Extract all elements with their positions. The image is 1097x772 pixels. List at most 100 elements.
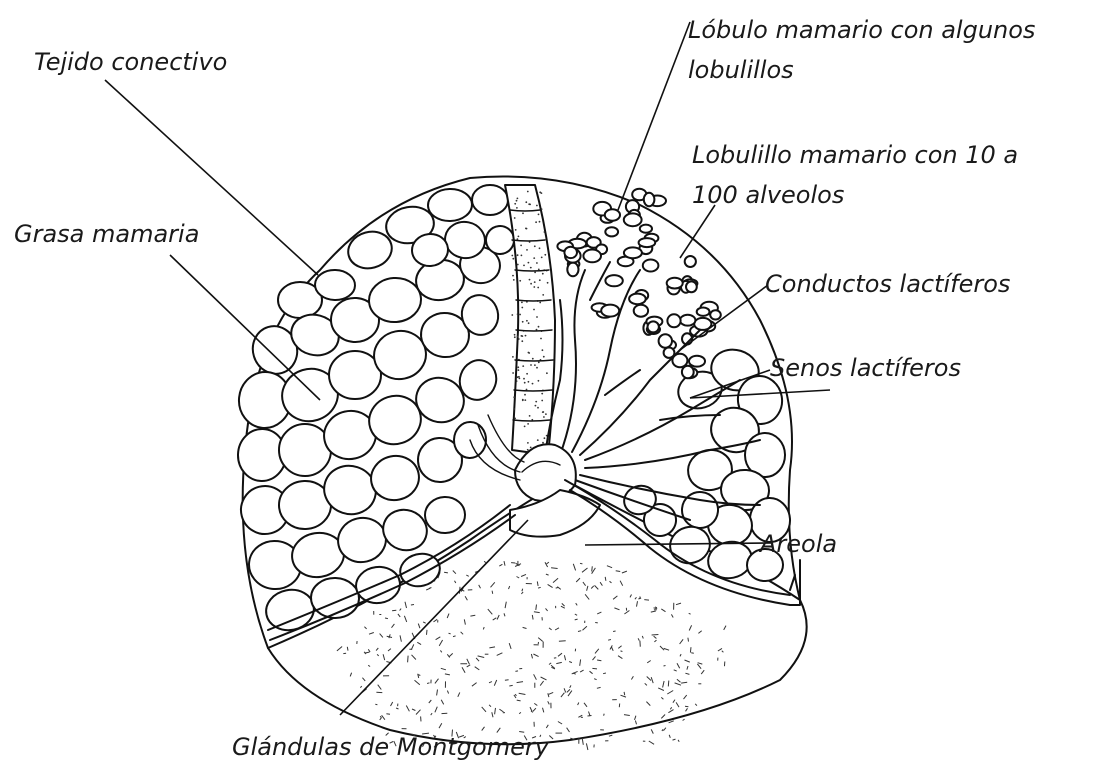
band-dot <box>526 320 528 322</box>
band-dot <box>519 280 521 282</box>
stipple-dot <box>580 563 582 564</box>
band-dot <box>529 279 531 281</box>
stipple-dot <box>509 685 512 686</box>
band-dot <box>514 217 516 219</box>
band-dot <box>526 373 528 375</box>
stipple-dot <box>385 618 388 619</box>
leader-lobulo <box>618 22 690 210</box>
band-dot <box>516 380 518 382</box>
band-dot <box>513 279 515 281</box>
band-dot <box>524 394 526 396</box>
band-dot <box>536 329 538 331</box>
stipple-dot <box>621 651 623 652</box>
band-dot <box>527 423 529 425</box>
label-grasa-mamaria: Grasa mamaria <box>14 220 199 248</box>
band-dot <box>526 249 528 251</box>
band-dot <box>514 334 516 336</box>
stipple-dot <box>649 741 654 744</box>
band-dot <box>522 321 524 323</box>
band-dot <box>533 257 535 259</box>
band-dot <box>535 405 537 407</box>
stipple-dot <box>609 735 612 736</box>
stipple-dot <box>597 660 601 661</box>
band-dot <box>512 356 514 358</box>
stipple-dot <box>662 729 663 731</box>
band-dot <box>541 400 543 402</box>
stipple-dot <box>556 588 558 589</box>
stipple-dot <box>605 577 606 581</box>
band-dot <box>517 264 519 266</box>
alveoli-clusters <box>557 189 720 379</box>
band-dot <box>518 376 520 378</box>
band-dot <box>512 275 514 277</box>
alveolus <box>667 314 680 327</box>
band-dot <box>516 200 518 202</box>
label-lobulillo-line1: Lobulillo mamario con 10 a <box>692 141 1018 169</box>
fat-lobule <box>424 496 465 533</box>
band-dot <box>537 287 539 289</box>
stipple-dot <box>444 572 448 573</box>
band-dot <box>542 273 544 275</box>
alveolus <box>564 247 577 258</box>
alveolus <box>643 260 659 272</box>
band-dot <box>528 352 530 354</box>
band-dot <box>535 221 537 223</box>
band-dot <box>530 364 532 366</box>
band-dot <box>521 255 523 257</box>
stipple-dot <box>586 743 588 750</box>
label-conductos: Conductos lactíferos <box>765 270 1010 298</box>
stipple-dot <box>427 683 429 684</box>
band-dot <box>517 313 519 315</box>
alveolus <box>629 294 646 305</box>
label-senos: Senos lactíferos <box>770 354 961 382</box>
stipple-dot <box>608 640 611 641</box>
band-dot <box>546 372 548 374</box>
band-dot <box>542 294 544 296</box>
band-dot <box>540 338 542 340</box>
band-dot <box>536 205 538 207</box>
fat-lobule <box>310 577 359 619</box>
band-dot <box>532 383 534 385</box>
alveolus <box>567 263 578 277</box>
band-dot <box>517 254 519 256</box>
band-dot <box>511 314 513 316</box>
band-dot <box>517 198 519 200</box>
fat-lobule <box>263 586 318 634</box>
band-dot <box>513 396 515 398</box>
band-dot <box>547 282 549 284</box>
band-dot <box>528 322 530 324</box>
band-dot <box>512 372 514 374</box>
stipple-dot <box>690 647 691 652</box>
alveolus <box>605 209 620 220</box>
band-dot <box>511 255 513 257</box>
band-dot <box>521 307 523 309</box>
band-dot <box>538 380 540 382</box>
label-montgomery: Glándulas de Montgomery <box>232 733 550 761</box>
stipple-dot <box>691 653 694 654</box>
band-dot <box>536 316 538 318</box>
stipple-dot <box>663 728 666 731</box>
band-dot <box>528 262 530 264</box>
stipple-dot <box>449 633 451 634</box>
label-lobulo-line1: Lóbulo mamario con algunos <box>688 16 1035 44</box>
band-dot <box>517 336 519 338</box>
band-dot <box>534 364 536 366</box>
stipple-dot <box>592 566 593 571</box>
stipple-dot <box>673 739 676 740</box>
band-dot <box>523 378 525 380</box>
band-dot <box>542 349 544 351</box>
band-dot <box>527 449 529 451</box>
band-dot <box>512 258 514 260</box>
stipple-dot <box>613 631 616 632</box>
band-dot <box>544 437 546 439</box>
band-dot <box>532 358 534 360</box>
alveolus <box>644 193 655 206</box>
band-dot <box>530 447 532 449</box>
band-dot <box>535 401 537 403</box>
band-dot <box>522 399 524 401</box>
alveolus <box>624 213 642 226</box>
band-dot <box>538 326 540 328</box>
band-dot <box>545 413 547 415</box>
band-dot <box>528 381 530 383</box>
